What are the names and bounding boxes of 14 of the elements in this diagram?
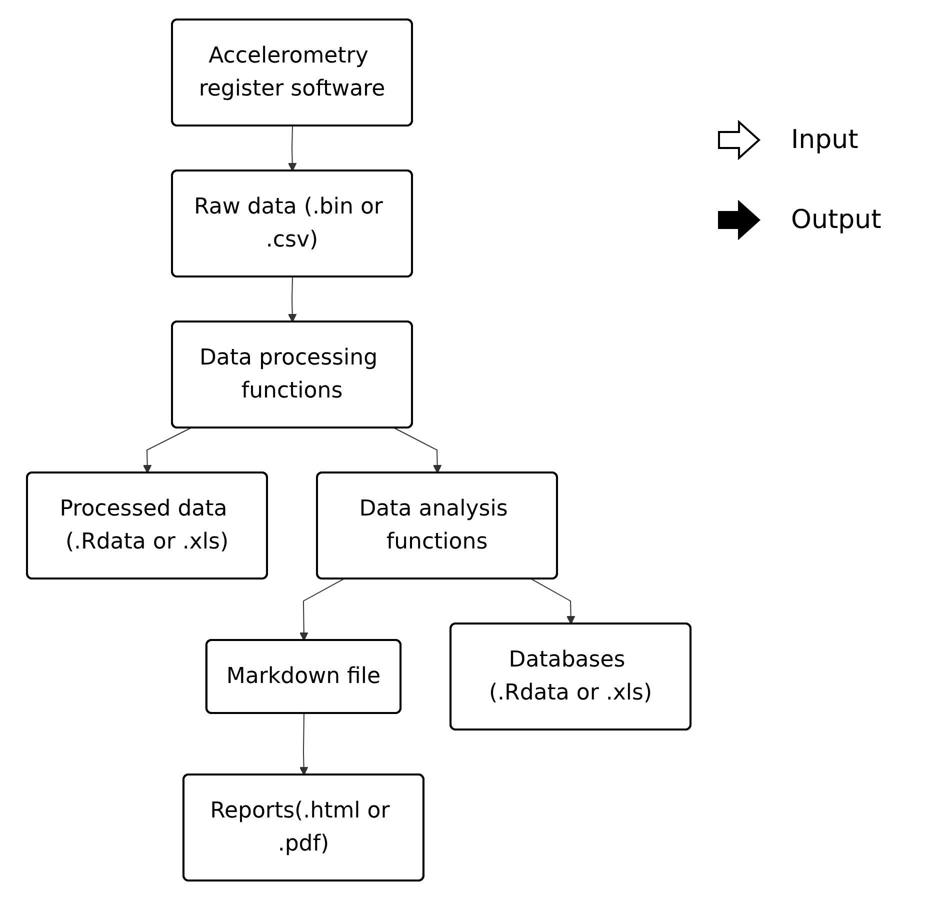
legend-label: Output	[791, 205, 882, 235]
node-text: Raw data (.bin or .csv)	[194, 194, 383, 253]
arrow	[299, 713, 308, 776]
arrow	[299, 578, 344, 641]
node-text: Data analysis functions	[358, 496, 508, 554]
legend-label: Input	[791, 125, 858, 155]
arrow	[288, 276, 296, 322]
node-text: Accelerometry register software	[198, 44, 385, 102]
arrow	[288, 126, 296, 172]
node-text: Data processing functions	[199, 346, 378, 404]
arrow	[142, 428, 191, 474]
arrow	[394, 428, 442, 474]
node-text: Processed data (.Rdata or .xls)	[59, 496, 228, 554]
arrow	[530, 578, 575, 624]
